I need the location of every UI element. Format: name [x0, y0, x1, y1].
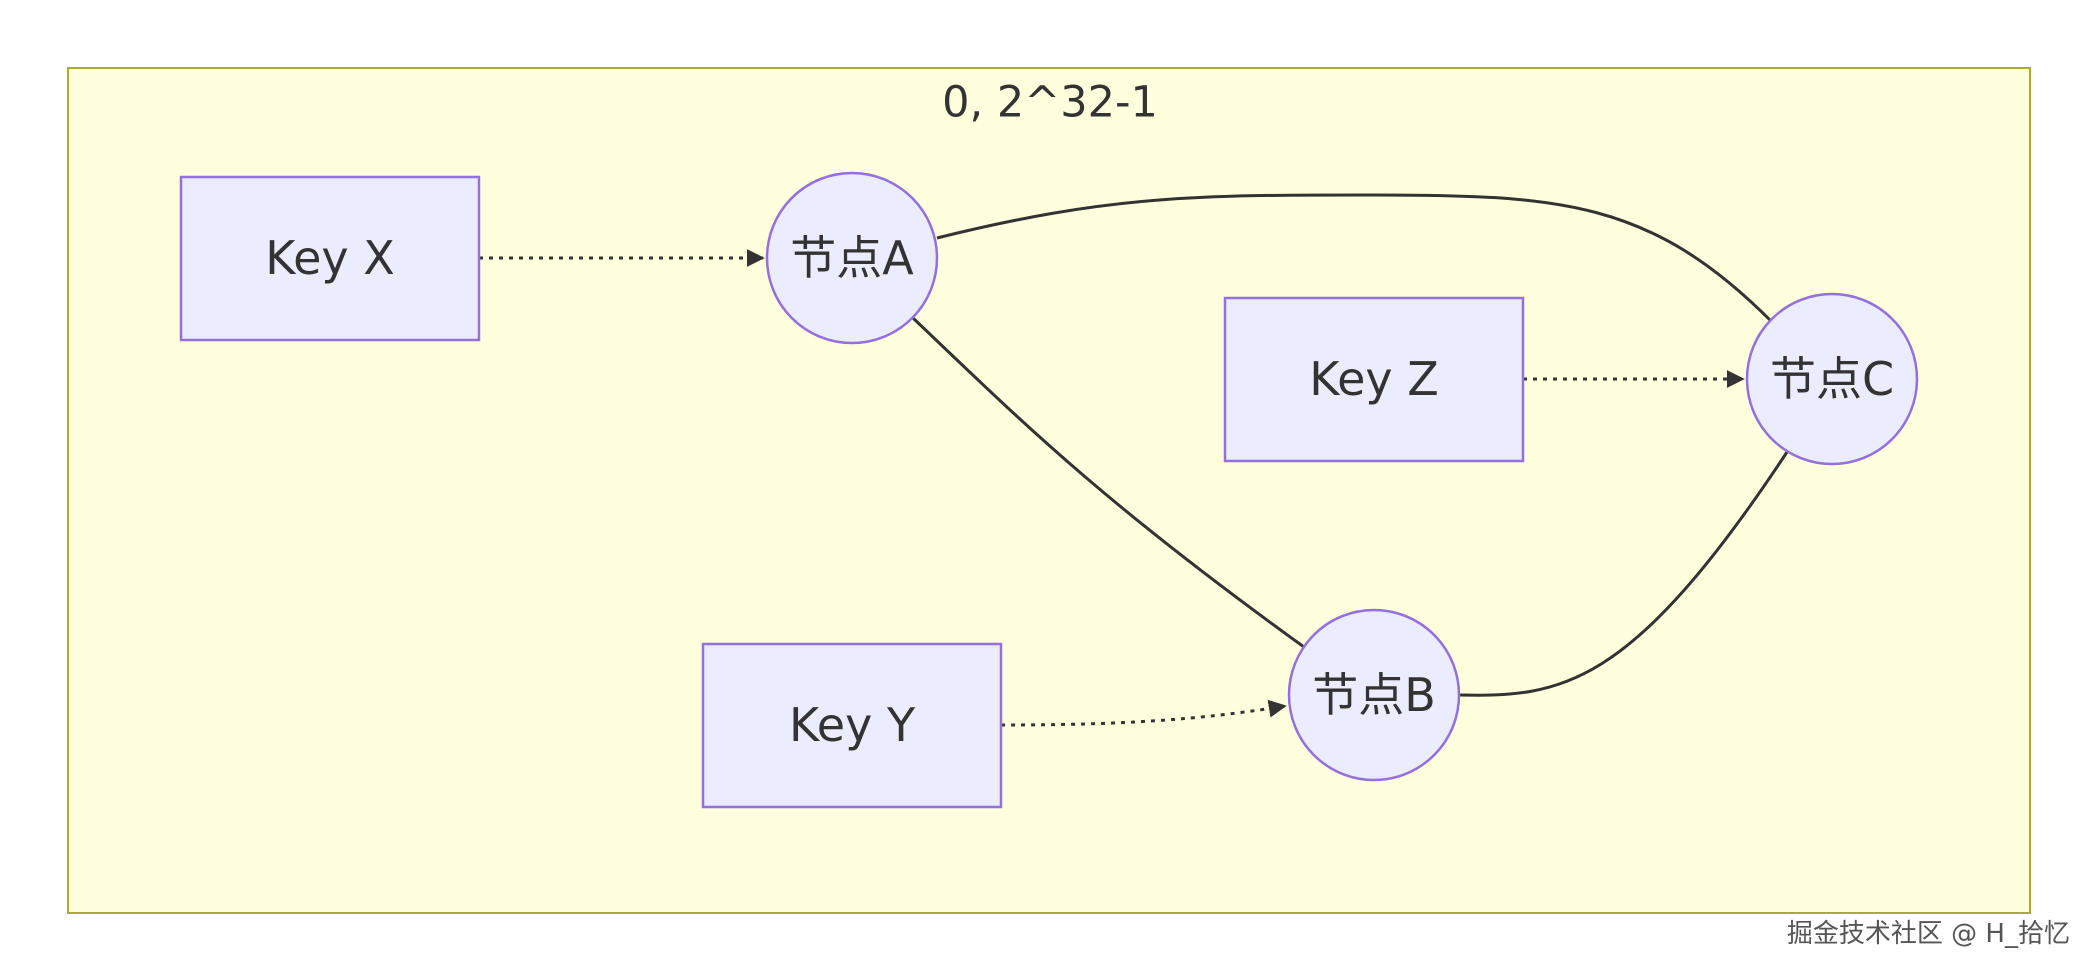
key-z-label: Key Z: [1309, 352, 1439, 406]
key-y-label: Key Y: [789, 698, 916, 752]
node-a[interactable]: 节点A: [765, 171, 939, 345]
node-a-label: 节点A: [790, 231, 914, 285]
edge-key-y-to-node-b: [1000, 699, 1287, 727]
key-x-label: Key X: [265, 231, 395, 285]
key-y-node[interactable]: Key Y: [701, 642, 1003, 809]
edge-node-b-to-node-c: [1458, 451, 1789, 697]
node-b-label: 节点B: [1312, 668, 1436, 722]
edge-node-a-to-node-b: [911, 316, 1305, 649]
watermark: 掘金技术社区 @ H_拾忆: [1787, 919, 2070, 949]
edge-node-a-to-node-c: [936, 193, 1773, 323]
node-c-label: 节点C: [1770, 352, 1894, 406]
cluster-title: 0, 2^32-1: [942, 78, 1158, 128]
node-c[interactable]: 节点C: [1745, 292, 1919, 466]
key-x-node[interactable]: Key X: [179, 175, 481, 342]
key-z-node[interactable]: Key Z: [1223, 296, 1525, 463]
node-b[interactable]: 节点B: [1287, 608, 1461, 782]
